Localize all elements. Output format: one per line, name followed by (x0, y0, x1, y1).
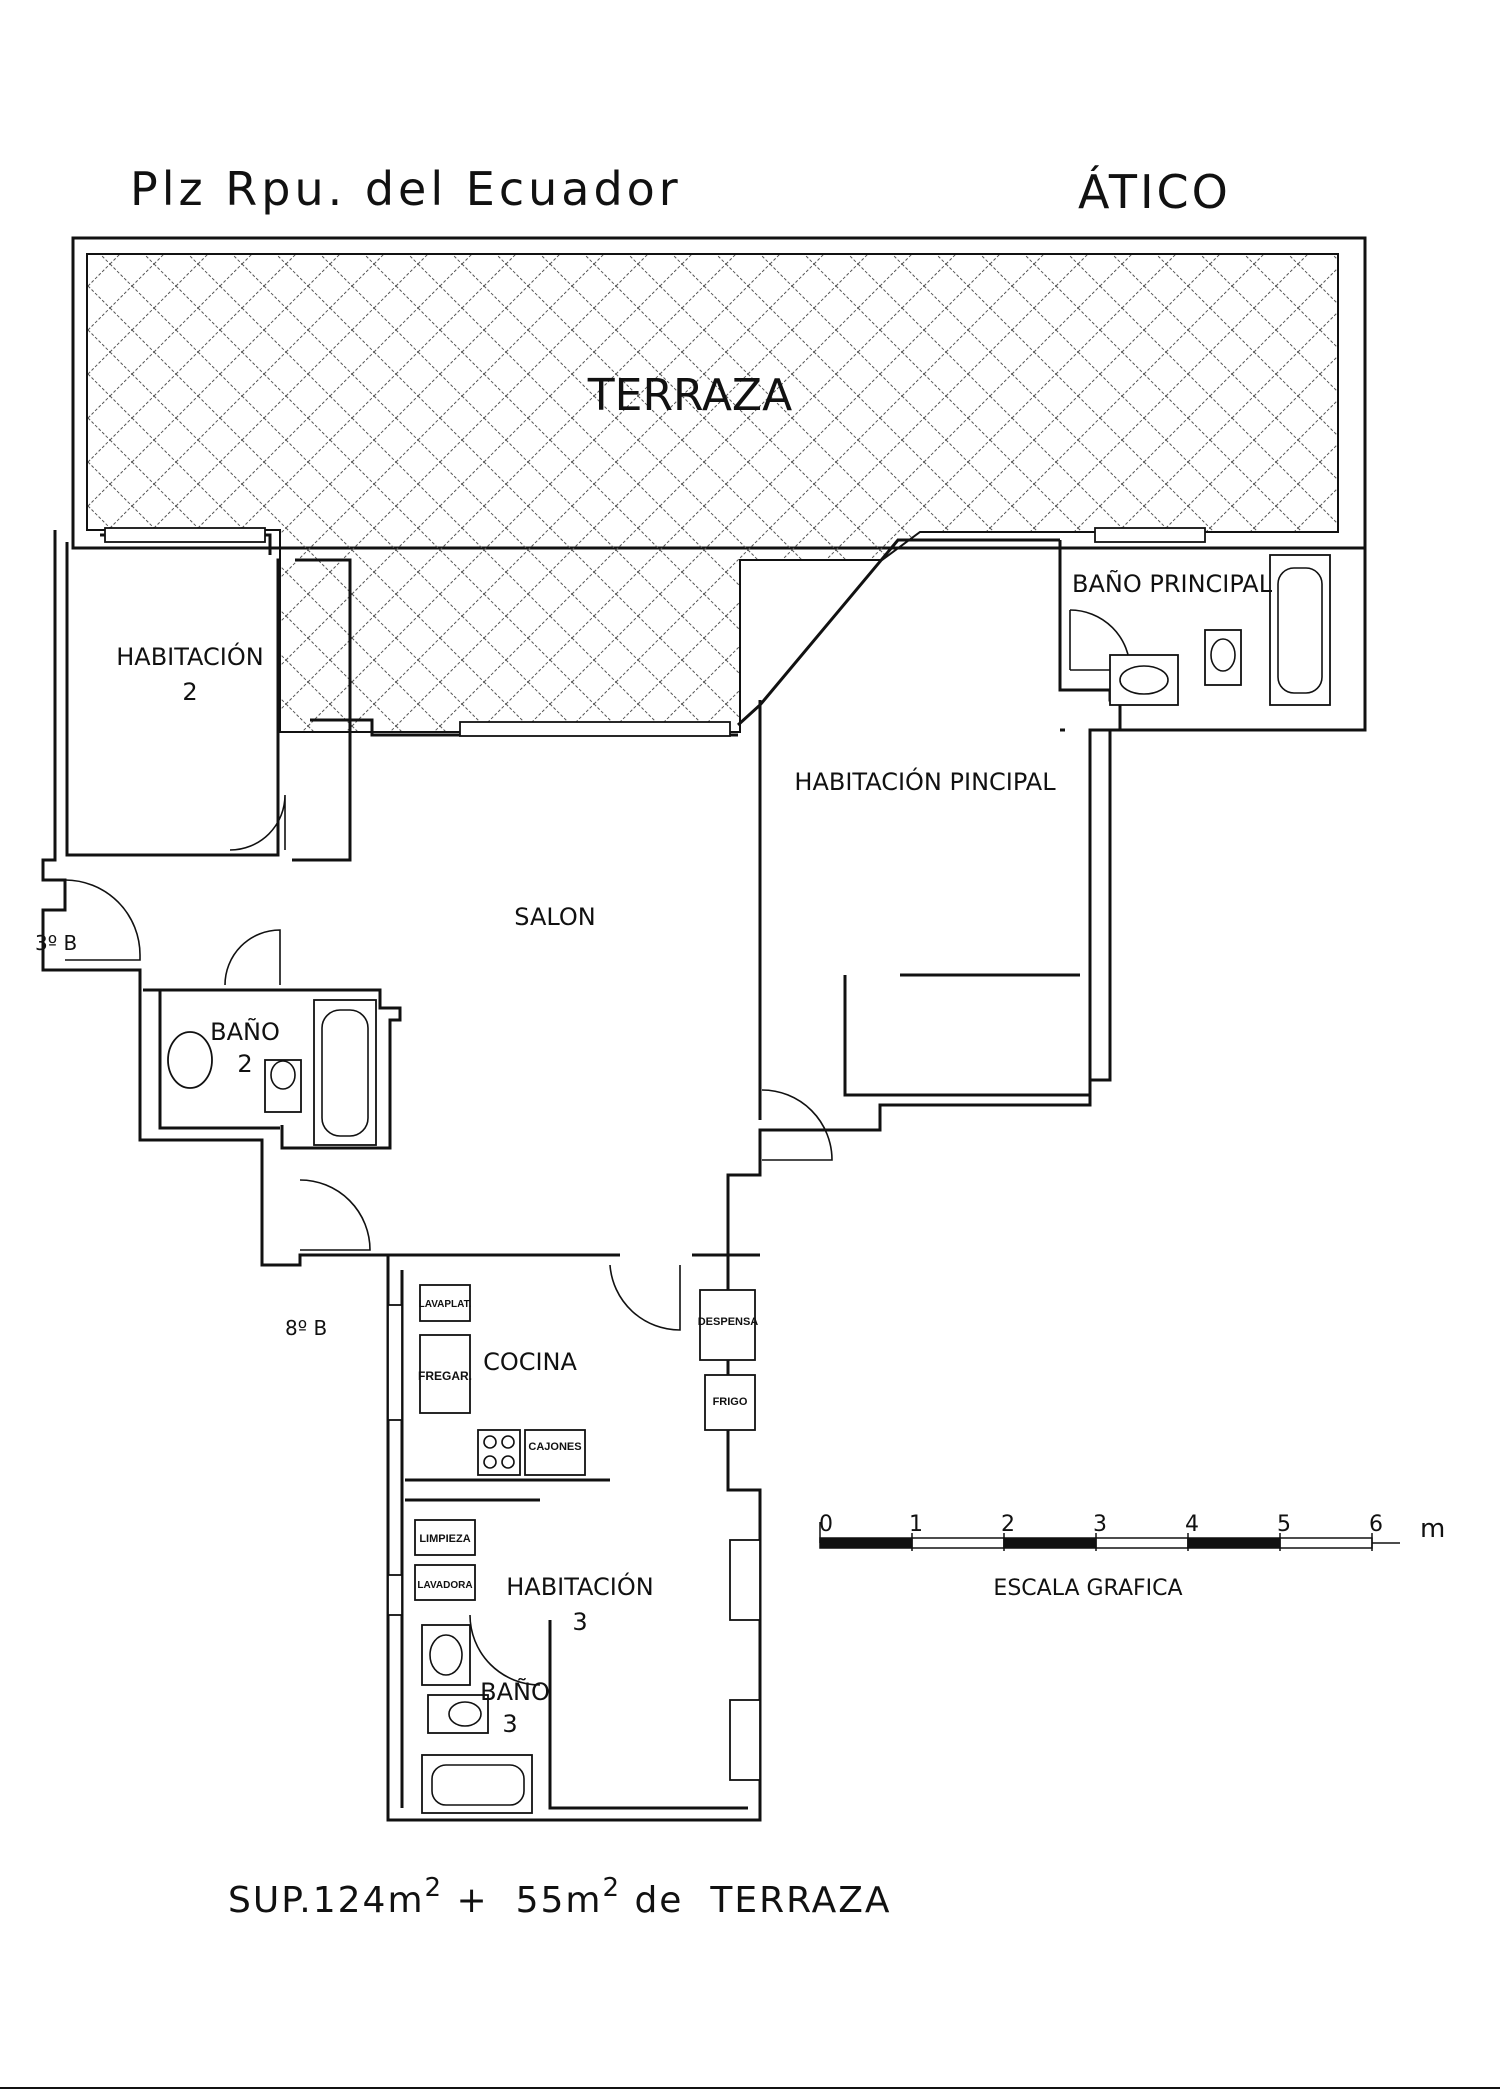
scale-segment (1279, 1537, 1373, 1549)
scale-caption: ESCALA GRAFICA (993, 1576, 1182, 1601)
scale-unit: m (1420, 1514, 1445, 1544)
kitchen: LAVAPLAT. FREGAR. CAJONES DESPENSA FRIGO… (418, 1284, 759, 1476)
cleaning-label: LIMPIEZA (419, 1533, 470, 1545)
neighbor-upper-label: 3º B (35, 931, 77, 955)
washer-label: LAVADORA (417, 1580, 472, 1591)
floor-title: ÁTICO (1078, 165, 1231, 219)
surface-sup2: 2 (602, 1873, 621, 1903)
scale-segment (1095, 1537, 1189, 1549)
master-bathroom: BAÑO PRINCIPAL (1072, 554, 1331, 706)
scale-segment (911, 1537, 1005, 1549)
scale-segment (1187, 1537, 1281, 1549)
bath2-number: 2 (237, 1050, 252, 1078)
scale-segment (819, 1537, 913, 1549)
bedroom3-number: 3 (572, 1608, 587, 1636)
walls (41, 530, 1367, 1822)
terrace: TERRAZA (71, 236, 1367, 733)
sink-label: FREGAR. (418, 1369, 472, 1383)
windows (104, 527, 1206, 1781)
address-title: Plz Rpu. del Ecuador (130, 162, 682, 216)
bedroom-3: LIMPIEZA LAVADORA HABITACIÓN 3 (414, 1519, 654, 1636)
pantry-label: DESPENSA (698, 1316, 759, 1328)
fridge-label: FRIGO (713, 1396, 748, 1408)
scale-segment (1003, 1537, 1097, 1549)
surface-area: SUP.124m2 + 55m2 de TERRAZA (228, 1873, 892, 1921)
surface-suffix: de TERRAZA (621, 1880, 892, 1921)
surface-sup1: 2 (425, 1873, 444, 1903)
dishwasher-label: LAVAPLAT. (419, 1299, 472, 1310)
scale-bar: m ESCALA GRAFICA 0 1 2 3 4 5 6 (819, 1512, 1445, 1601)
surface-middle: + 55m (443, 1880, 602, 1921)
neighbor-lower-label: 8º B (285, 1316, 327, 1340)
bathroom-2: BAÑO 2 (167, 999, 377, 1146)
bath3-number: 3 (502, 1710, 517, 1738)
scale-tick-label: 1 (909, 1512, 923, 1537)
scale-tick-label: 4 (1185, 1512, 1199, 1537)
scale-tick-label: 0 (819, 1512, 833, 1537)
surface-prefix: SUP.124m (228, 1880, 425, 1921)
scale-tick-label: 6 (1369, 1512, 1383, 1537)
master-bath-label: BAÑO PRINCIPAL (1072, 568, 1273, 598)
bedroom2-label: HABITACIÓN (116, 641, 263, 671)
scale-tick-label: 3 (1093, 1512, 1107, 1537)
bedroom2-number: 2 (182, 678, 197, 706)
kitchen-label: COCINA (483, 1348, 577, 1376)
terrace-label: TERRAZA (587, 370, 792, 421)
living-label: SALON (514, 903, 595, 931)
scale-tick-label: 5 (1277, 1512, 1291, 1537)
bath2-label: BAÑO (210, 1016, 280, 1046)
bathroom-3: BAÑO 3 (421, 1624, 550, 1814)
master-bedroom-label: HABITACIÓN PINCIPAL (794, 766, 1056, 796)
bedroom3-label: HABITACIÓN (506, 1571, 653, 1601)
scale-tick-label: 2 (1001, 1512, 1015, 1537)
bath3-label: BAÑO (480, 1676, 550, 1706)
drawers-label: CAJONES (528, 1441, 581, 1453)
doors (64, 609, 1131, 1686)
